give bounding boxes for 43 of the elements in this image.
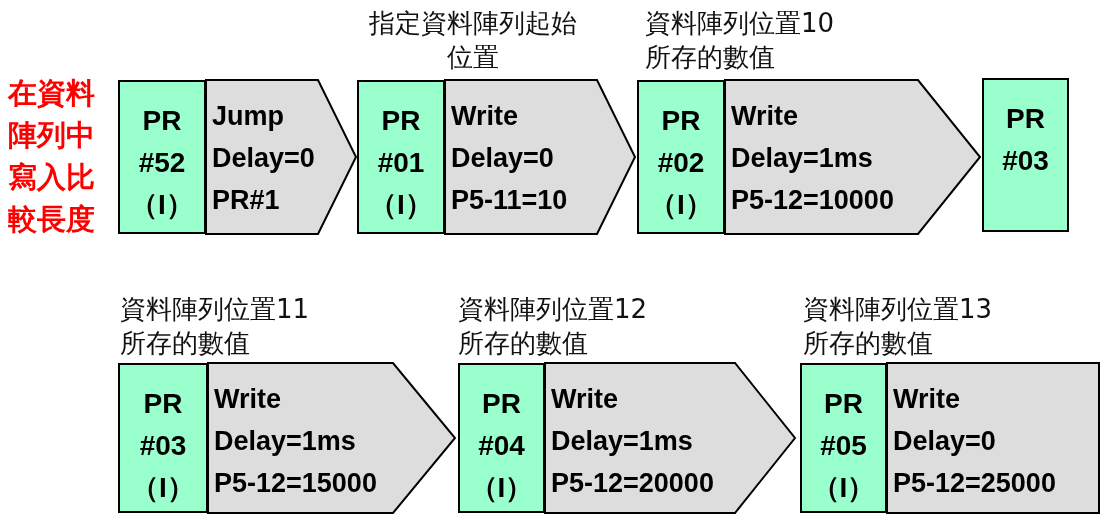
command-text: Delay=0 (450, 142, 555, 175)
pr-number-box (637, 80, 725, 234)
pr-number-box (118, 80, 206, 234)
command-text: P5-12=20000 (550, 467, 715, 500)
command-text: Write (892, 383, 961, 416)
command-text: Write (730, 100, 799, 133)
command-arrow-box (445, 80, 635, 234)
step-caption: 資料陣列位置13所存的數值 (803, 293, 994, 360)
pr-label: PR #03 （I） (130, 387, 196, 505)
pr-label: PR #04 （I） (469, 387, 534, 505)
step-caption: 資料陣列位置10所存的數值 (645, 7, 836, 74)
command-text: Delay=0 (892, 425, 997, 458)
command-text: P5-12=25000 (892, 467, 1057, 500)
pr-number-box (357, 80, 445, 234)
command-text: PR#1 (211, 184, 281, 217)
command-text: P5-12=15000 (213, 467, 378, 500)
command-text: Jump (211, 100, 285, 133)
command-text: Delay=1ms (213, 425, 357, 458)
command-text: Delay=1ms (730, 142, 874, 175)
command-text: Delay=1ms (550, 425, 694, 458)
step-caption: 資料陣列位置11所存的數值 (120, 293, 311, 360)
command-arrow-box (545, 363, 795, 513)
pr-label: PR #03 (1001, 102, 1050, 178)
command-text: Write (213, 383, 282, 416)
pr-label: PR #05 （I） (811, 387, 876, 505)
step-caption: 指定資料陣列起始位置 (367, 7, 578, 74)
command-text: P5-12=10000 (730, 184, 895, 217)
command-text: Delay=0 (211, 142, 316, 175)
command-text: P5-11=10 (450, 184, 569, 217)
pr-number-box (982, 78, 1069, 232)
pr-label: PR #02 （I） (648, 104, 714, 222)
pr-number-box (118, 363, 208, 513)
command-text: Write (450, 100, 519, 133)
pr-number-box (458, 363, 545, 513)
command-arrow-box (208, 363, 455, 513)
command-arrow-box (206, 80, 356, 234)
pr-label: PR #01 （I） (368, 104, 434, 222)
step-caption: 資料陣列位置12所存的數值 (458, 293, 649, 360)
command-arrow-box (725, 80, 980, 234)
pr-label: PR #52 （I） (129, 104, 195, 222)
pr-number-box (800, 363, 887, 513)
command-text: Write (550, 383, 619, 416)
note-text: 在資料陣列中寫入比較長度 (8, 75, 96, 238)
